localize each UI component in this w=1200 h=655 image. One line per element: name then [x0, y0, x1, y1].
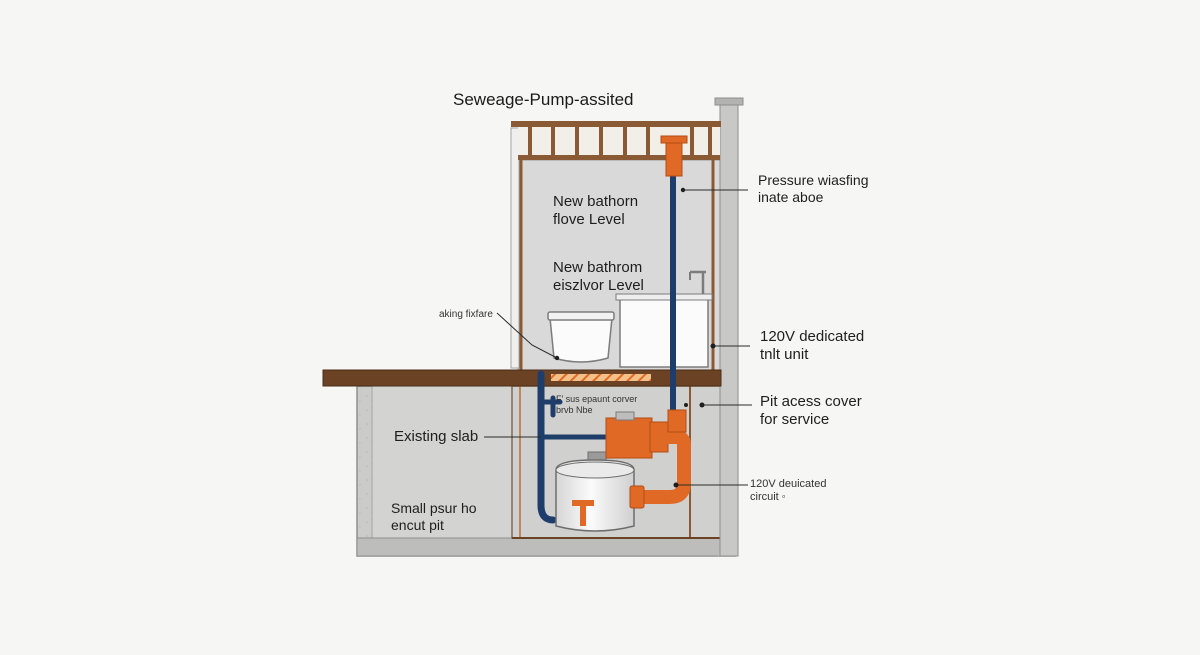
- dedicated-unit-label: 120V dedicated tnlt unit: [760, 328, 865, 364]
- sink-basin: [547, 311, 615, 363]
- existing-slab-label: Existing slab: [394, 428, 479, 445]
- pressure-label: Pressure wiasfing inate aboe: [758, 172, 869, 206]
- dedicated-circuit-label: 120V deuicated circuit ◦: [750, 478, 827, 504]
- bathtub: [615, 270, 713, 368]
- diagram-title: Seweage-Pump-assited: [453, 90, 634, 109]
- blue-discharge-pipes: [537, 169, 676, 524]
- floor-slab: [322, 369, 722, 387]
- ceiling-joists: [511, 121, 721, 160]
- leader-dots: [554, 187, 716, 488]
- vent-cover-label: F’ sus epaunt corver brvb Nbe: [556, 394, 638, 415]
- small-pit-label: Small psur ho encut pit: [391, 500, 477, 534]
- lower-floor-label: New bathrom eiszlvor Level: [553, 259, 644, 295]
- pit-access-label: Pit acess cover for service: [760, 393, 862, 429]
- pump-tank: [555, 451, 635, 532]
- orange-pressure-pipes: [605, 135, 691, 509]
- sink-fixture-label: aking fixfare: [439, 309, 493, 320]
- upper-floor-label: New bathorn flove Level: [553, 193, 639, 229]
- leader-lines: [484, 189, 752, 486]
